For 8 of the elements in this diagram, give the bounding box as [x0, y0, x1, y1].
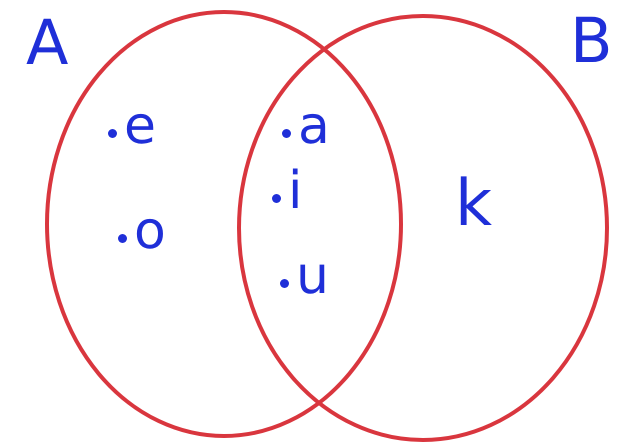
- set-element: k: [455, 172, 492, 236]
- set-name: B: [570, 10, 613, 72]
- set-element: i: [272, 165, 302, 217]
- set-element: o: [118, 205, 166, 257]
- set-element: a: [282, 100, 330, 152]
- set-element: e: [108, 100, 156, 152]
- set-element: u: [280, 250, 329, 302]
- set-name: A: [26, 12, 68, 74]
